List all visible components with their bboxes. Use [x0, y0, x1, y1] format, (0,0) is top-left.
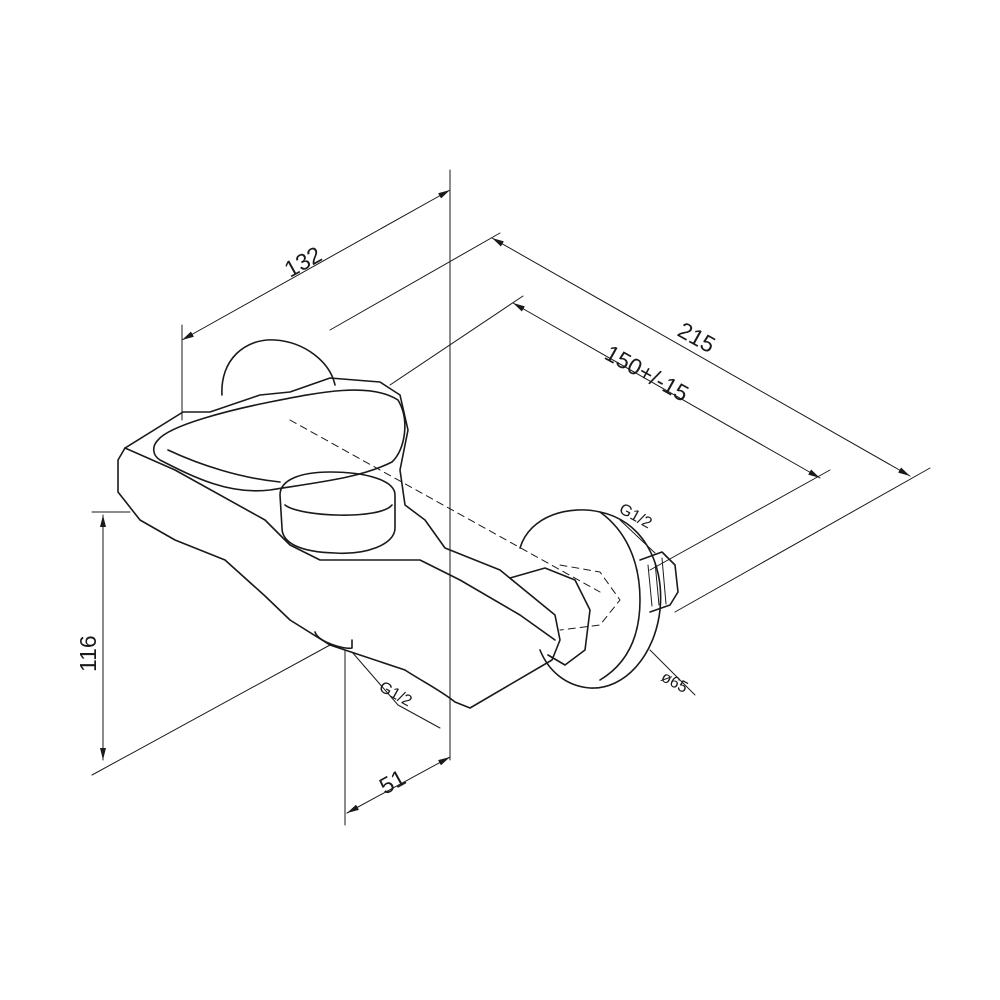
cartridge-ring	[284, 504, 393, 516]
label-132: 132	[280, 241, 326, 282]
extension-line-150-right	[649, 469, 831, 571]
leader-g12-bottom	[351, 651, 399, 706]
bottom-outlet	[314, 631, 353, 650]
thread-line-2	[654, 561, 660, 606]
faucet-body	[117, 339, 679, 709]
dimension-line-51	[346, 756, 451, 814]
dimension-line-215	[491, 237, 911, 477]
hidden-inlet-dashed	[559, 564, 621, 631]
housing-top-edge	[124, 447, 556, 641]
right-nut	[509, 567, 591, 666]
dimension-line-150	[512, 302, 821, 479]
label-diameter: ø65	[658, 669, 690, 697]
label-g12-bottom: G1/2	[376, 679, 415, 711]
dimension-line-132	[181, 189, 451, 341]
extension-line-215-left	[329, 232, 501, 331]
label-150: 150+/-15	[601, 340, 694, 407]
lever-handle	[152, 389, 406, 492]
leader-g12-bottom-tail	[397, 704, 441, 729]
leader-g12-rear	[619, 519, 656, 554]
flange-left	[221, 339, 336, 396]
extension-line-116-bottom	[91, 644, 331, 776]
center-axis-dashed	[289, 419, 601, 593]
label-g12-rear: G1/2	[616, 501, 655, 533]
mixer-housing	[117, 377, 561, 709]
threaded-connector	[639, 551, 679, 613]
extension-line-150-left	[389, 295, 524, 386]
hidden-lines	[289, 419, 621, 631]
thread-line-1	[647, 564, 653, 607]
thread-line-3	[661, 557, 667, 605]
flange-right-inner	[599, 511, 641, 681]
flange-right	[519, 509, 662, 689]
cartridge-cylinder	[279, 471, 396, 555]
label-215: 215	[674, 317, 720, 358]
label-51: 51	[375, 764, 410, 799]
label-116: 116	[75, 635, 101, 672]
extension-line-215-right	[674, 467, 931, 613]
lever-underside	[167, 449, 281, 483]
dimension-lines	[91, 169, 931, 826]
leader-diameter	[649, 649, 696, 696]
